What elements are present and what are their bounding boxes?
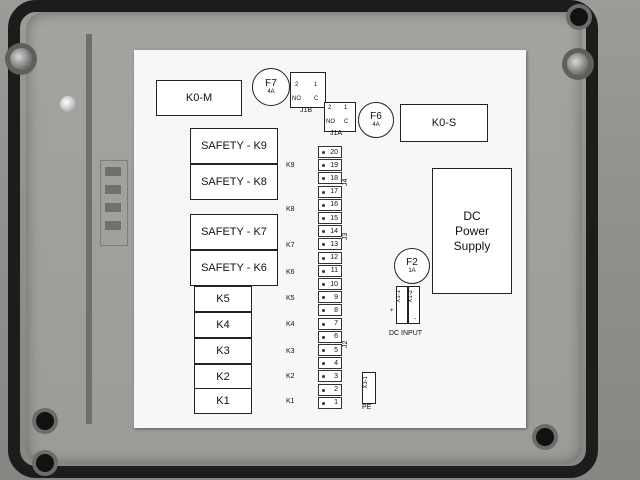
relay-label-k4: K4: [286, 321, 295, 328]
pe-label: PE: [362, 404, 372, 411]
relay-k0s: K0-S: [400, 104, 488, 142]
relay-label-k2: K2: [286, 373, 295, 380]
indicator-led: [60, 96, 76, 112]
mount-hole-bottom-left-2: [36, 454, 54, 472]
j1a-pin1: 1: [344, 105, 348, 111]
terminal-9: 9: [318, 291, 342, 304]
j1b-pin2: 2: [295, 82, 299, 88]
k-box-k1: K1: [194, 388, 252, 414]
terminal-16: 16: [318, 198, 342, 211]
terminal-2: 2: [318, 383, 342, 396]
terminal-8: 8: [318, 304, 342, 317]
relay-label-k8: K8: [286, 206, 295, 213]
dc-input-minus: -: [414, 316, 416, 322]
j1a-label: J1A: [330, 130, 343, 137]
terminal-5: 5: [318, 344, 342, 356]
pe-block: [362, 372, 376, 404]
pe-x31: X3-1: [363, 376, 369, 389]
fuse-f6: F6 4A: [358, 102, 394, 138]
terminal-12: 12: [318, 251, 342, 264]
corner-screw-top-right: [567, 53, 589, 75]
guide-rail: [86, 34, 92, 424]
k-box-k2: K2: [194, 364, 252, 390]
relay-label-k1: K1: [286, 398, 295, 405]
safety-k6: SAFETY - K6: [190, 250, 278, 286]
j1b-pin1: 1: [314, 82, 318, 88]
jumper-j1a: [324, 102, 356, 132]
terminal-14: 14: [318, 225, 342, 238]
j1b-label: J1B: [300, 107, 313, 114]
k-box-k4: K4: [194, 312, 252, 338]
j1a-no: NO: [326, 119, 335, 125]
j1a-c: C: [344, 119, 349, 125]
terminal-11: 11: [318, 264, 342, 277]
safety-k9: SAFETY - K9: [190, 128, 278, 164]
k-box-k3: K3: [194, 338, 252, 364]
corner-screw-top-left: [10, 48, 32, 70]
connector-j4: J4: [342, 178, 349, 186]
mount-hole-top-right: [570, 8, 588, 26]
terminal-13: 13: [318, 238, 342, 251]
j1b-c: C: [314, 96, 319, 102]
relay-label-k5: K5: [286, 295, 295, 302]
terminal-20: 20: [318, 146, 342, 158]
mount-hole-bottom-right: [536, 428, 554, 446]
cable-comb: [100, 160, 128, 246]
j1a-pin2: 2: [328, 105, 332, 111]
dc-power-supply: DC Power Supply: [432, 168, 512, 294]
j1b-no: NO: [292, 96, 301, 102]
connector-j2: J2: [342, 340, 349, 348]
connector-j3: J3: [342, 232, 349, 240]
dc-input-label: DC INPUT: [389, 330, 423, 337]
terminal-4: 4: [318, 357, 342, 370]
dc-input-plus: +: [390, 308, 394, 314]
dc-input-x12-block: [408, 286, 420, 324]
wiring-label: K0-M K0-S F7 4A F6 4A F2 1A 2 1 NO C J1B…: [134, 50, 526, 428]
terminal-1: 1: [318, 396, 342, 409]
dc-input-x11-block: [396, 286, 408, 324]
terminal-7: 7: [318, 317, 342, 330]
terminal-18: 18: [318, 172, 342, 185]
terminal-15: 15: [318, 212, 342, 224]
relay-label-k9: K9: [286, 162, 295, 169]
relay-k0m: K0-M: [156, 80, 242, 116]
terminal-19: 19: [318, 159, 342, 172]
relay-label-k6: K6: [286, 269, 295, 276]
safety-k8: SAFETY - K8: [190, 164, 278, 200]
dc-input-x11: X1-1: [396, 290, 402, 303]
fuse-f2: F2 1A: [394, 248, 430, 284]
rubber-gasket: [8, 0, 598, 478]
jumper-j1b: [290, 72, 326, 108]
terminal-6: 6: [318, 330, 342, 343]
k-box-k5: K5: [194, 286, 252, 312]
dc-input-x12: X1-2: [408, 290, 414, 303]
fuse-f7: F7 4A: [252, 68, 290, 106]
terminal-10: 10: [318, 278, 342, 290]
mount-hole-bottom-left: [36, 412, 54, 430]
terminal-3: 3: [318, 370, 342, 383]
relay-label-k3: K3: [286, 348, 295, 355]
safety-k7: SAFETY - K7: [190, 214, 278, 250]
relay-label-k7: K7: [286, 242, 295, 249]
terminal-17: 17: [318, 185, 342, 198]
